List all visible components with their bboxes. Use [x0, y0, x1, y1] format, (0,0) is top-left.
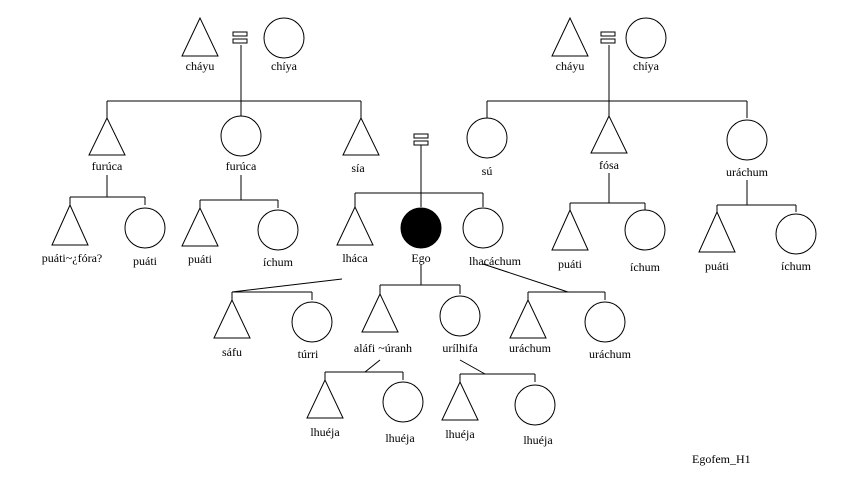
female-symbol-left-grandmother — [263, 17, 305, 59]
label-fpaunt-son: puáti — [188, 252, 213, 266]
female-symbol-ego-daughter — [439, 295, 481, 337]
label-paternal-aunt: furúca — [226, 159, 257, 173]
label-gson-son: lhuéja — [310, 425, 340, 439]
female-symbol-gdaughter-daughter — [514, 384, 556, 426]
marriage-symbol-parents — [413, 133, 429, 146]
label-sister: lhacáchum — [469, 254, 522, 268]
label-brother-son: sáfu — [222, 345, 242, 359]
female-symbol-fpuncle-daughter — [124, 207, 166, 249]
female-symbol-mother — [466, 117, 508, 159]
label-left-grandfather: cháyu — [186, 59, 215, 73]
female-symbol-sister — [462, 207, 504, 249]
male-symbol-gson-son — [306, 378, 344, 419]
label-ego: Ego — [411, 251, 430, 265]
label-maternal-uncle: fósa — [599, 158, 620, 172]
female-symbol-maternal-aunt — [726, 119, 768, 161]
male-symbol-mpaunt-son — [698, 210, 736, 253]
male-symbol-brother-son — [213, 298, 251, 339]
marriage-symbol-right — [600, 31, 616, 44]
ego-symbol — [400, 207, 442, 249]
label-mpaunt-daughter: íchum — [781, 259, 812, 273]
label-left-grandmother: chíya — [271, 59, 298, 73]
female-symbol-sister-daughter — [584, 301, 626, 343]
label-sister-daughter: uráchum — [589, 347, 632, 361]
female-symbol-paternal-aunt — [220, 115, 262, 157]
female-symbol-brother-daughter — [291, 301, 333, 343]
label-gdaughter-son: lhuéja — [445, 427, 475, 441]
connector-lines — [69, 45, 797, 382]
female-symbol-mpaunt-daughter — [775, 213, 817, 255]
male-symbol-mpuncle-son — [551, 208, 589, 251]
male-symbol-gdaughter-son — [441, 380, 479, 421]
label-mpaunt-son: puáti — [705, 259, 730, 273]
male-symbol-paternal-uncle — [88, 116, 126, 156]
label-ego-daughter: urílhifa — [442, 341, 478, 355]
label-ego-son: aláfi ~úranh — [354, 341, 412, 355]
male-symbol-sister-son — [509, 298, 547, 339]
label-brother-daughter: túrri — [298, 347, 319, 361]
female-symbol-fpaunt-daughter — [257, 209, 299, 251]
male-symbol-fpuncle-son — [51, 203, 89, 246]
label-mother: sú — [482, 164, 493, 178]
male-symbol-brother — [336, 205, 374, 246]
label-right-grandmother: chíya — [633, 59, 660, 73]
label-fpuncle-daughter: puáti — [133, 254, 158, 268]
female-symbol-mpuncle-daughter — [624, 209, 666, 251]
label-paternal-uncle: furúca — [92, 159, 123, 173]
female-symbol-gson-daughter — [382, 381, 424, 423]
label-fpuncle-son: puáti~¿fóra? — [42, 251, 102, 265]
label-fpaunt-daughter: íchum — [263, 255, 294, 269]
female-symbol-right-grandmother — [625, 17, 667, 59]
label-gdaughter-daughter: lhuéja — [523, 433, 553, 447]
label-brother: lháca — [342, 251, 368, 265]
marriage-symbol-left — [232, 31, 248, 44]
label-mpuncle-daughter: íchum — [630, 260, 661, 274]
male-symbol-father — [342, 116, 380, 156]
male-symbol-ego-son — [361, 292, 399, 333]
male-symbol-fpaunt-son — [181, 206, 219, 247]
figure-label: Egofem_H1 — [692, 452, 751, 466]
label-gson-daughter: lhuéja — [385, 431, 415, 445]
label-sister-son: uráchum — [509, 341, 552, 355]
male-symbol-right-grandfather — [551, 16, 589, 57]
label-mpuncle-son: puáti — [558, 257, 583, 271]
label-father: sía — [351, 161, 365, 175]
male-symbol-left-grandfather — [181, 16, 219, 57]
male-symbol-maternal-uncle — [590, 114, 628, 154]
label-right-grandfather: cháyu — [556, 59, 585, 73]
label-maternal-aunt: uráchum — [726, 165, 769, 179]
